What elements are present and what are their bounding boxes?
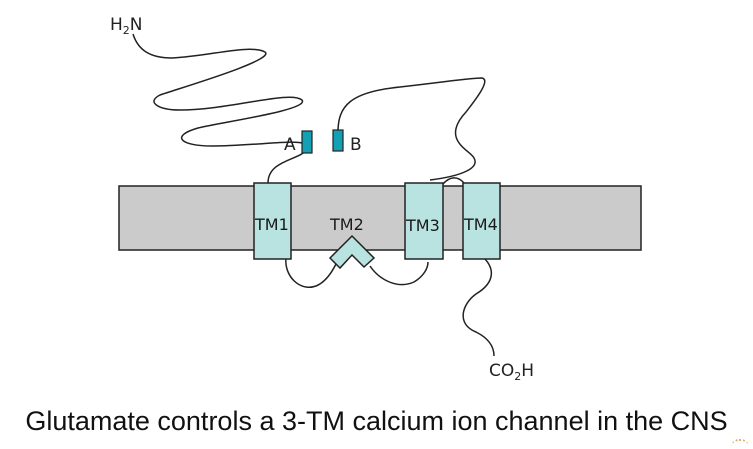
- c-terminus-subscript: 2: [514, 370, 521, 383]
- tm3-label: TM3: [405, 216, 440, 235]
- tm1-helix: [253, 182, 292, 260]
- tm2-to-tm3-loop: [369, 261, 429, 286]
- n-terminus-subscript: 2: [123, 24, 130, 37]
- n-terminal-chain: [132, 33, 303, 147]
- n-terminus-label: H2N: [110, 15, 143, 37]
- cell-membrane: [118, 185, 642, 251]
- site-b-label: B: [350, 135, 362, 155]
- n-terminus-main: H: [110, 15, 123, 35]
- site-b-marker: [332, 129, 344, 152]
- tm2-label: TM2: [329, 215, 364, 234]
- tm3-helix: [404, 182, 444, 260]
- c-terminus-label: CO2H: [489, 361, 534, 383]
- slide-caption: Glutamate controls a 3-TM calcium ion ch…: [25, 406, 728, 436]
- tm1-label: TM1: [254, 215, 289, 234]
- site-a-marker: [301, 130, 313, 154]
- n-terminus-tail: N: [130, 15, 143, 35]
- tm3-to-tm4-link: [442, 177, 465, 185]
- tm4-helix: [462, 182, 501, 260]
- tm1-to-tm2-loop: [285, 257, 337, 289]
- b-to-tm3-loop: [337, 77, 486, 181]
- c-terminus-tail: H: [521, 361, 534, 381]
- corner-logo-mark: [731, 439, 749, 447]
- tm4-label: TM4: [463, 215, 498, 234]
- tm2-reentrant-loop: [328, 234, 376, 270]
- c-terminus-main: CO: [489, 361, 514, 381]
- site-a-label: A: [284, 135, 296, 155]
- c-terminal-chain: [462, 257, 495, 357]
